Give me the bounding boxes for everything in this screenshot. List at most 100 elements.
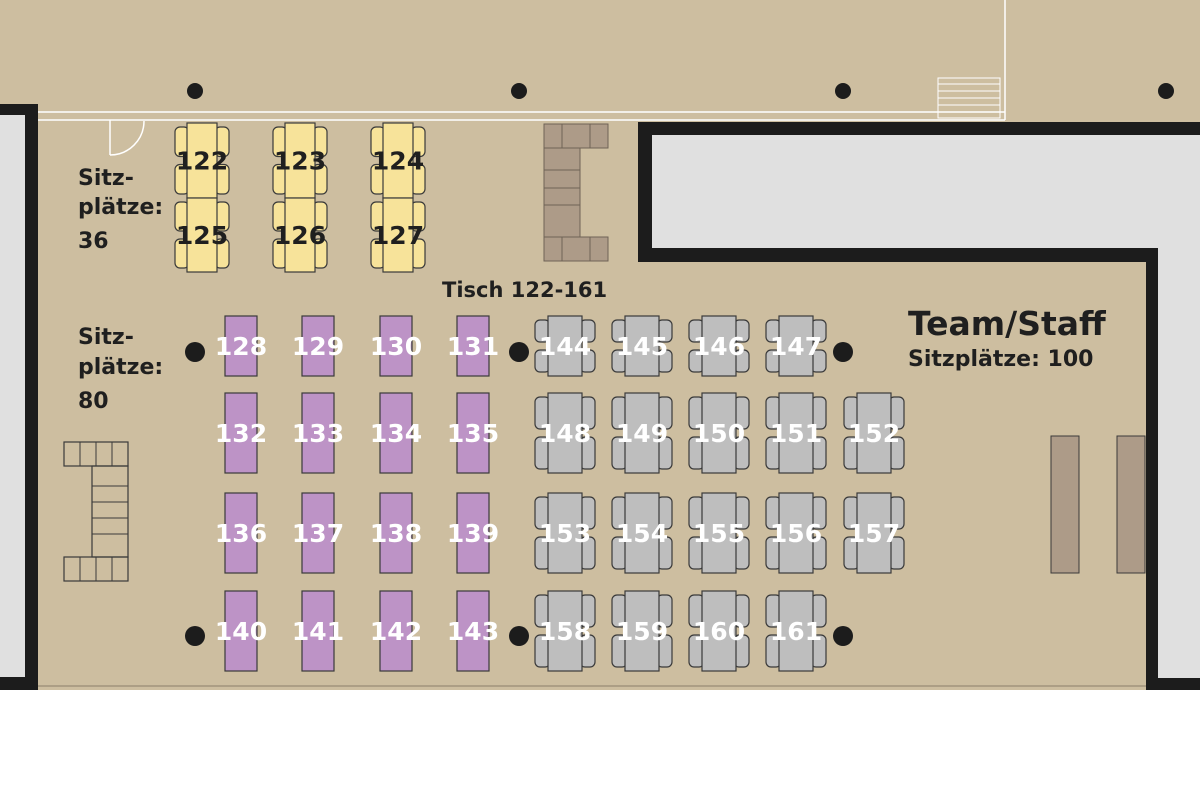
table-130[interactable]: 130: [370, 315, 422, 377]
table-number: 145: [616, 332, 668, 361]
table-158[interactable]: 158: [534, 590, 596, 672]
table-148[interactable]: 148: [534, 392, 596, 474]
table-top: [624, 392, 660, 474]
left-mid-seats-count: 80: [78, 389, 109, 414]
table-top: [301, 315, 335, 377]
table-number: 124: [372, 147, 424, 176]
sofa-top: [543, 123, 609, 262]
table-top: [456, 590, 490, 672]
table-136[interactable]: 136: [215, 492, 267, 574]
tables-gray: 144 145 146 147 148 149 150 151 152 153 154 155 156 1…: [534, 315, 905, 672]
table-top: [224, 492, 258, 574]
table-127[interactable]: 127: [370, 197, 426, 273]
table-number: 125: [176, 221, 228, 250]
room-pillars: [185, 342, 853, 646]
table-top: [547, 492, 583, 574]
table-top: [379, 315, 413, 377]
table-top: [701, 590, 737, 672]
right-outside-lower: [1158, 248, 1200, 678]
table-133[interactable]: 133: [292, 392, 344, 474]
table-top: [224, 590, 258, 672]
table-155[interactable]: 155: [688, 492, 750, 574]
table-135[interactable]: 135: [447, 392, 499, 474]
table-top: [301, 590, 335, 672]
table-number: 131: [447, 332, 499, 361]
table-134[interactable]: 134: [370, 392, 422, 474]
table-number: 157: [848, 519, 900, 548]
table-top: [224, 392, 258, 474]
table-124[interactable]: 124: [370, 122, 426, 199]
table-top: [856, 392, 892, 474]
table-top: [778, 590, 814, 672]
table-152[interactable]: 152: [843, 392, 905, 474]
table-number: 136: [215, 519, 267, 548]
table-top: [186, 197, 218, 273]
table-149[interactable]: 149: [611, 392, 673, 474]
table-154[interactable]: 154: [611, 492, 673, 574]
table-number: 149: [616, 419, 668, 448]
right-outside-upper: [652, 135, 1200, 248]
table-number: 135: [447, 419, 499, 448]
shelf: [1116, 435, 1146, 574]
table-126[interactable]: 126: [272, 197, 328, 273]
table-top: [856, 492, 892, 574]
table-132[interactable]: 132: [215, 392, 267, 474]
table-number: 123: [274, 147, 326, 176]
table-128[interactable]: 128: [215, 315, 267, 377]
table-146[interactable]: 146: [688, 315, 750, 377]
table-number: 151: [770, 419, 822, 448]
table-150[interactable]: 150: [688, 392, 750, 474]
table-number: 133: [292, 419, 344, 448]
table-range-label: Tisch 122-161: [442, 278, 607, 302]
table-143[interactable]: 143: [447, 590, 499, 672]
table-top: [701, 392, 737, 474]
table-145[interactable]: 145: [611, 315, 673, 377]
table-160[interactable]: 160: [688, 590, 750, 672]
table-122[interactable]: 122: [174, 122, 230, 199]
table-top: [701, 492, 737, 574]
table-157[interactable]: 157: [843, 492, 905, 574]
ventilation-grate: [937, 77, 1001, 119]
table-top: [624, 590, 660, 672]
table-number: 161: [770, 617, 822, 646]
table-top: [456, 315, 490, 377]
table-number: 148: [539, 419, 591, 448]
table-144[interactable]: 144: [534, 315, 596, 377]
table-129[interactable]: 129: [292, 315, 344, 377]
table-131[interactable]: 131: [447, 315, 499, 377]
left-outside: [0, 115, 25, 677]
left-top-seats-line2: plätze:: [78, 195, 163, 220]
table-141[interactable]: 141: [292, 590, 344, 672]
sofa-left: [63, 441, 129, 582]
table-top: [547, 392, 583, 474]
left-top-seats-count: 36: [78, 229, 109, 254]
table-number: 142: [370, 617, 422, 646]
table-161[interactable]: 161: [765, 590, 827, 672]
table-142[interactable]: 142: [370, 590, 422, 672]
table-137[interactable]: 137: [292, 492, 344, 574]
table-number: 146: [693, 332, 745, 361]
table-139[interactable]: 139: [447, 492, 499, 574]
table-top: [284, 197, 316, 273]
table-147[interactable]: 147: [765, 315, 827, 377]
table-top: [379, 590, 413, 672]
table-number: 129: [292, 332, 344, 361]
table-138[interactable]: 138: [370, 492, 422, 574]
table-123[interactable]: 123: [272, 122, 328, 199]
table-number: 156: [770, 519, 822, 548]
table-151[interactable]: 151: [765, 392, 827, 474]
table-number: 140: [215, 617, 267, 646]
table-156[interactable]: 156: [765, 492, 827, 574]
table-number: 128: [215, 332, 267, 361]
table-number: 127: [372, 221, 424, 250]
table-159[interactable]: 159: [611, 590, 673, 672]
table-153[interactable]: 153: [534, 492, 596, 574]
table-top: [456, 392, 490, 474]
table-number: 122: [176, 147, 228, 176]
table-125[interactable]: 125: [174, 197, 230, 273]
table-top: [382, 197, 414, 273]
table-top: [778, 392, 814, 474]
table-140[interactable]: 140: [215, 590, 267, 672]
table-number: 154: [616, 519, 668, 548]
table-top: [284, 122, 316, 199]
